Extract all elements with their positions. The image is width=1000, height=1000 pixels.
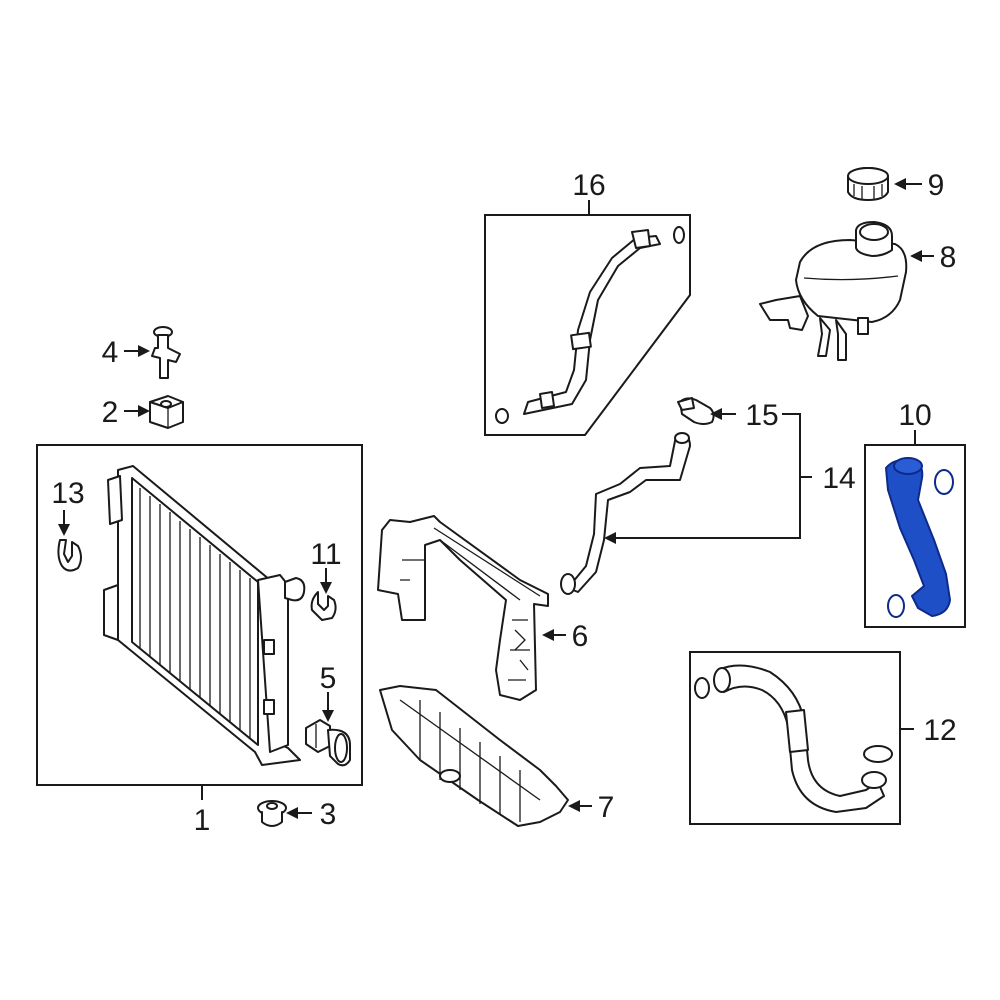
callout-6: 6 bbox=[572, 620, 589, 653]
callout-14: 14 bbox=[822, 462, 855, 495]
clip-part-11[interactable] bbox=[310, 591, 337, 621]
callout-4: 4 bbox=[102, 336, 119, 369]
radiator-part-1[interactable] bbox=[103, 465, 306, 766]
clip-part-13[interactable] bbox=[57, 539, 82, 572]
callout-2: 2 bbox=[102, 396, 119, 429]
callout-11: 11 bbox=[310, 538, 341, 571]
hose-16-group-box bbox=[484, 214, 691, 436]
callout-7: 7 bbox=[598, 791, 615, 824]
bracket-part-4[interactable] bbox=[151, 326, 181, 379]
callout-15: 15 bbox=[745, 399, 778, 432]
hose-part-14[interactable] bbox=[560, 432, 691, 595]
hose-part-16[interactable] bbox=[495, 226, 685, 424]
drain-plug-part-5[interactable] bbox=[305, 719, 351, 767]
callout-labels: 1 2 3 4 5 6 7 8 9 10 11 12 13 14 15 16 bbox=[51, 169, 956, 837]
callout-3: 3 bbox=[320, 798, 337, 831]
callout-13: 13 bbox=[51, 477, 84, 510]
air-duct-part-6[interactable] bbox=[377, 515, 549, 701]
radiator-group-box bbox=[36, 444, 363, 786]
leader-lines bbox=[58, 178, 934, 819]
hose-part-10-highlighted[interactable] bbox=[885, 457, 954, 618]
reservoir-cap-part-9[interactable] bbox=[847, 167, 889, 201]
callout-16: 16 bbox=[572, 169, 605, 202]
callout-9: 9 bbox=[928, 169, 945, 202]
pipe-part-12[interactable] bbox=[694, 664, 893, 813]
hose-clamp-part-15[interactable] bbox=[677, 397, 715, 425]
pipe-12-group-box bbox=[689, 651, 901, 825]
expansion-tank-part-8[interactable] bbox=[759, 221, 908, 361]
callout-8: 8 bbox=[940, 241, 957, 274]
callout-5: 5 bbox=[320, 662, 337, 695]
grommet-part-2[interactable] bbox=[149, 395, 184, 429]
clip-nut-part-3[interactable] bbox=[257, 800, 287, 827]
callout-10: 10 bbox=[898, 399, 931, 432]
lower-shield-part-7[interactable] bbox=[379, 685, 569, 827]
callout-1: 1 bbox=[194, 804, 211, 837]
callout-12: 12 bbox=[923, 714, 956, 747]
